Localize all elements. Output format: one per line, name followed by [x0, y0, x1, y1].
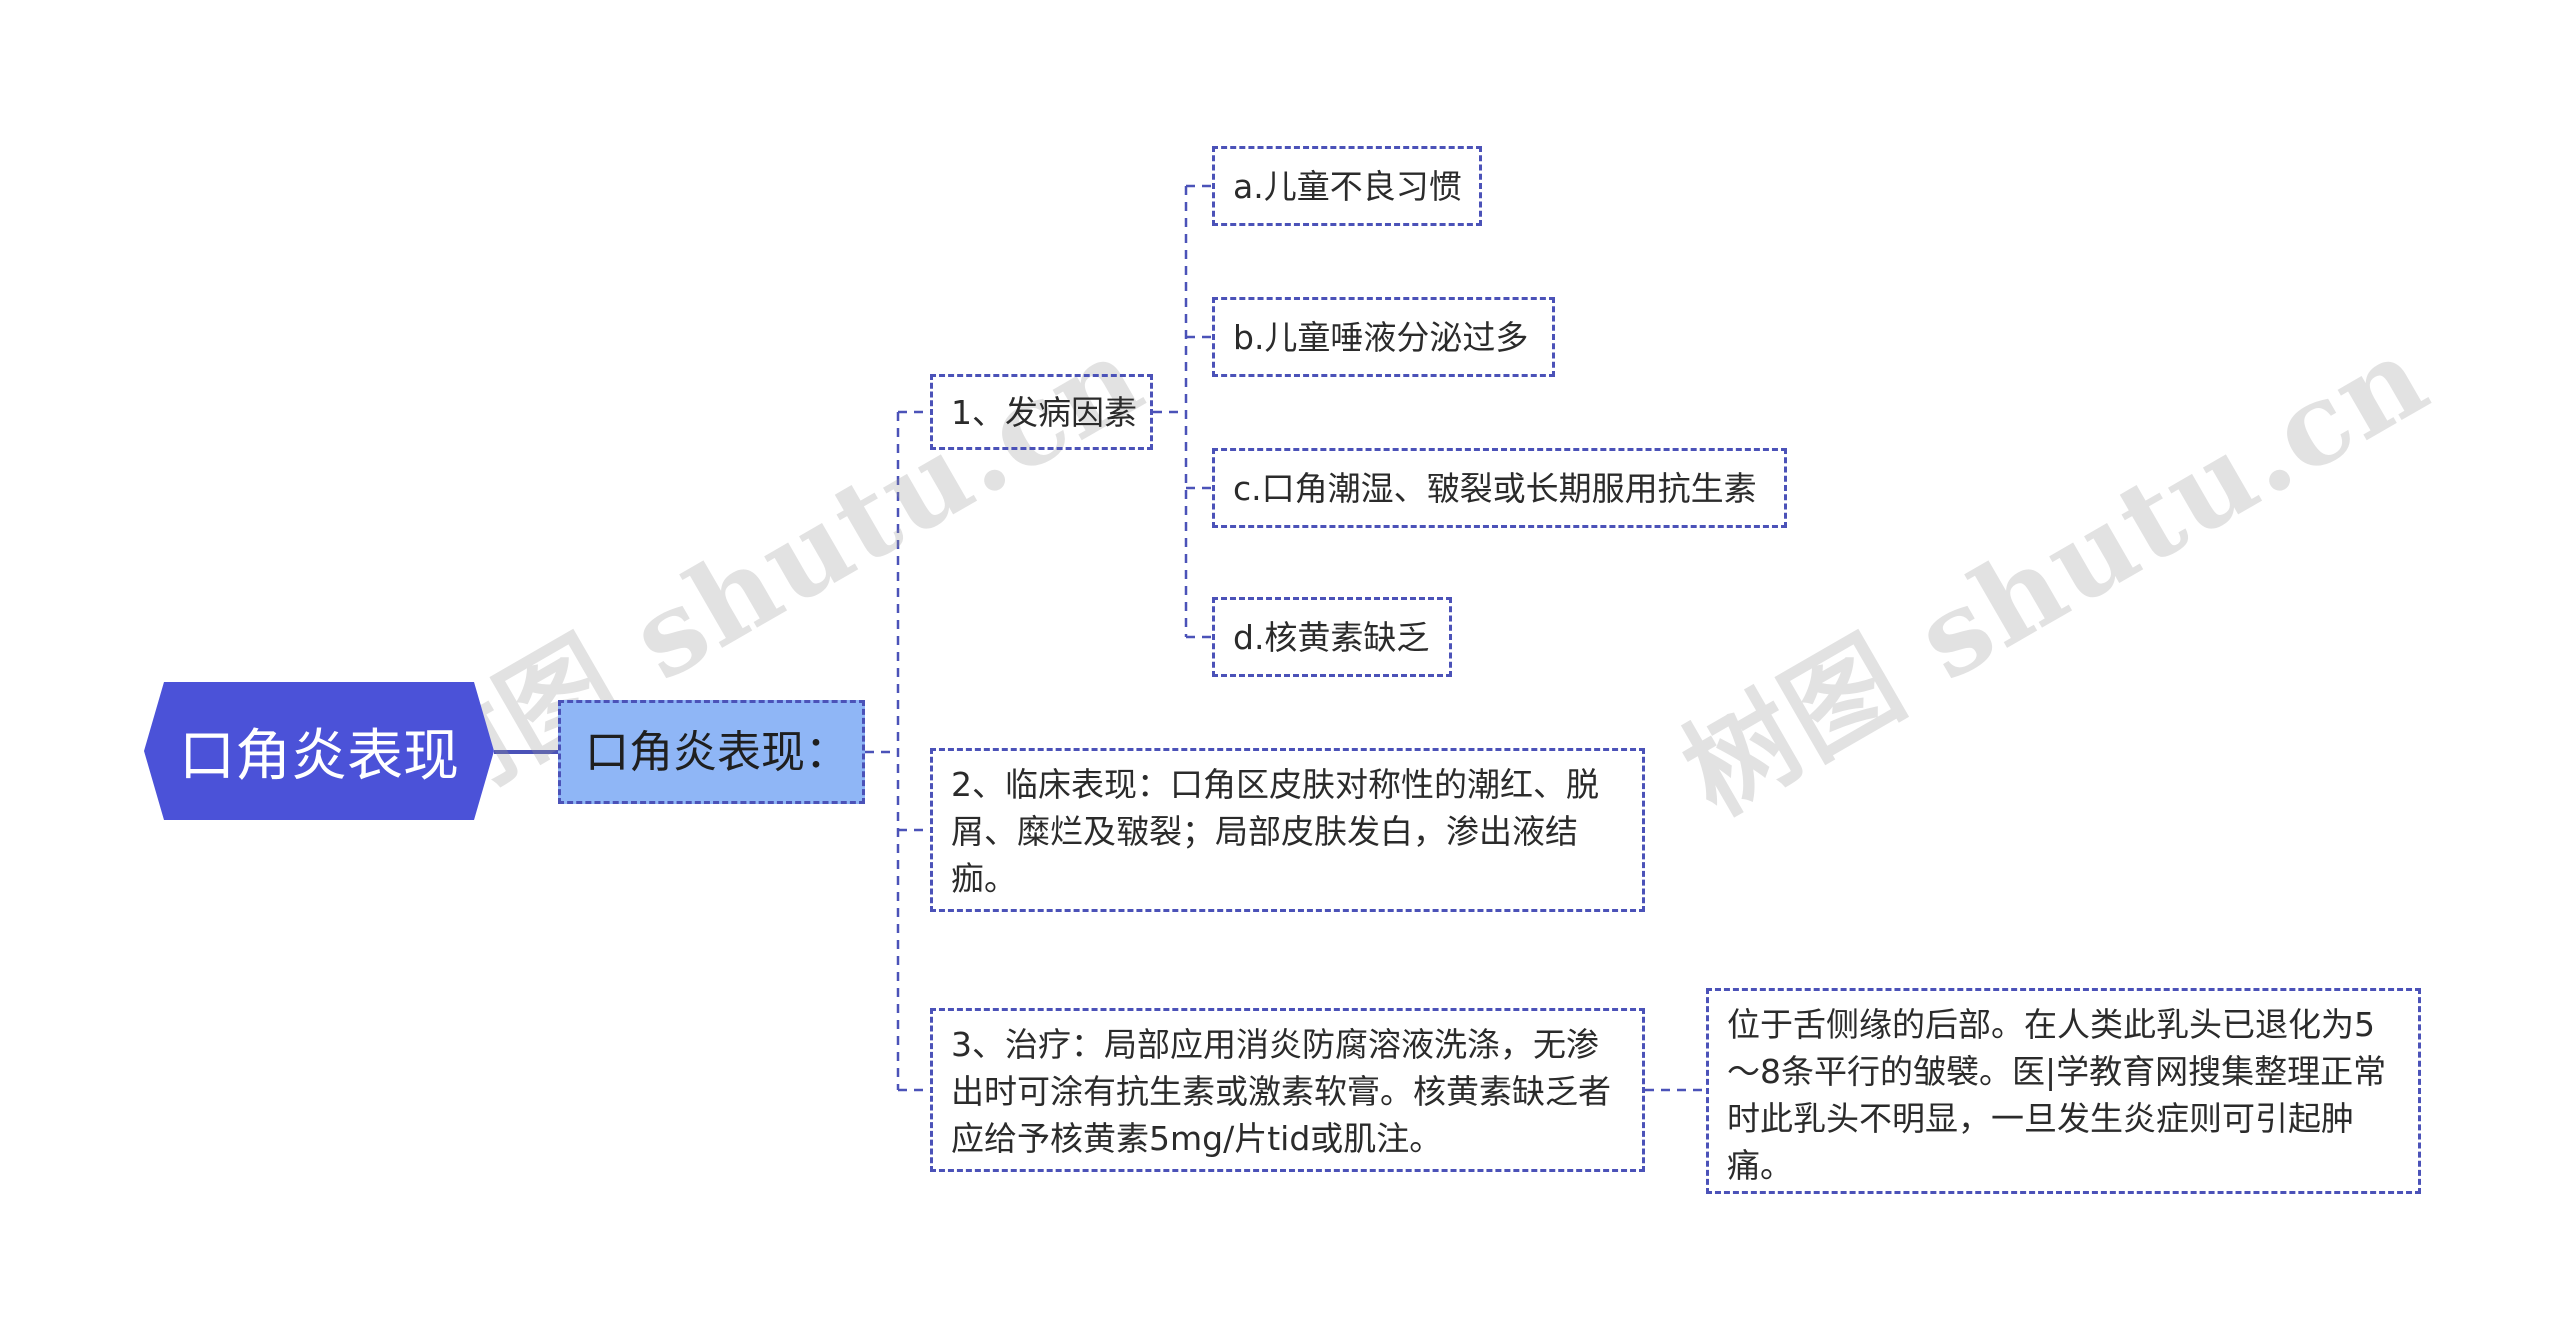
- cause-item-label: d.核黄素缺乏: [1233, 617, 1430, 657]
- cause-item-label: a.儿童不良习惯: [1233, 166, 1462, 206]
- cause-item-node[interactable]: a.儿童不良习惯: [1212, 146, 1482, 226]
- section-causes-label: 1、发病因素: [951, 392, 1137, 432]
- level1-node[interactable]: 口角炎表现：: [558, 700, 865, 804]
- section-clinical-label: 2、临床表现：口角区皮肤对称性的潮红、脱屑、糜烂及皲裂；局部皮肤发白，渗出液结痂…: [951, 765, 1599, 898]
- cause-item-label: b.儿童唾液分泌过多: [1233, 317, 1529, 357]
- cause-item-label: c.口角潮湿、皲裂或长期服用抗生素: [1233, 468, 1757, 508]
- root-node[interactable]: 口角炎表现: [144, 682, 494, 820]
- root-hexagon: [144, 682, 494, 820]
- section-treatment-label: 3、治疗：局部应用消炎防腐溶液洗涤，无渗出时可涂有抗生素或激素软膏。核黄素缺乏者…: [951, 1025, 1611, 1158]
- root-label: 口角炎表现: [179, 723, 459, 789]
- cause-item-node[interactable]: c.口角潮湿、皲裂或长期服用抗生素: [1212, 448, 1787, 528]
- cause-item-node[interactable]: b.儿童唾液分泌过多: [1212, 297, 1555, 377]
- section-causes-node[interactable]: 1、发病因素: [930, 374, 1153, 450]
- section-clinical-node[interactable]: 2、临床表现：口角区皮肤对称性的潮红、脱屑、糜烂及皲裂；局部皮肤发白，渗出液结痂…: [930, 748, 1645, 912]
- treatment-note-label: 位于舌侧缘的后部。在人类此乳头已退化为5～8条平行的皱襞。医|学教育网搜集整理正…: [1727, 1005, 2387, 1185]
- cause-item-node[interactable]: d.核黄素缺乏: [1212, 597, 1452, 677]
- level1-label: 口角炎表现：: [585, 726, 849, 778]
- section-treatment-node[interactable]: 3、治疗：局部应用消炎防腐溶液洗涤，无渗出时可涂有抗生素或激素软膏。核黄素缺乏者…: [930, 1008, 1645, 1172]
- treatment-note-node[interactable]: 位于舌侧缘的后部。在人类此乳头已退化为5～8条平行的皱襞。医|学教育网搜集整理正…: [1706, 988, 2421, 1194]
